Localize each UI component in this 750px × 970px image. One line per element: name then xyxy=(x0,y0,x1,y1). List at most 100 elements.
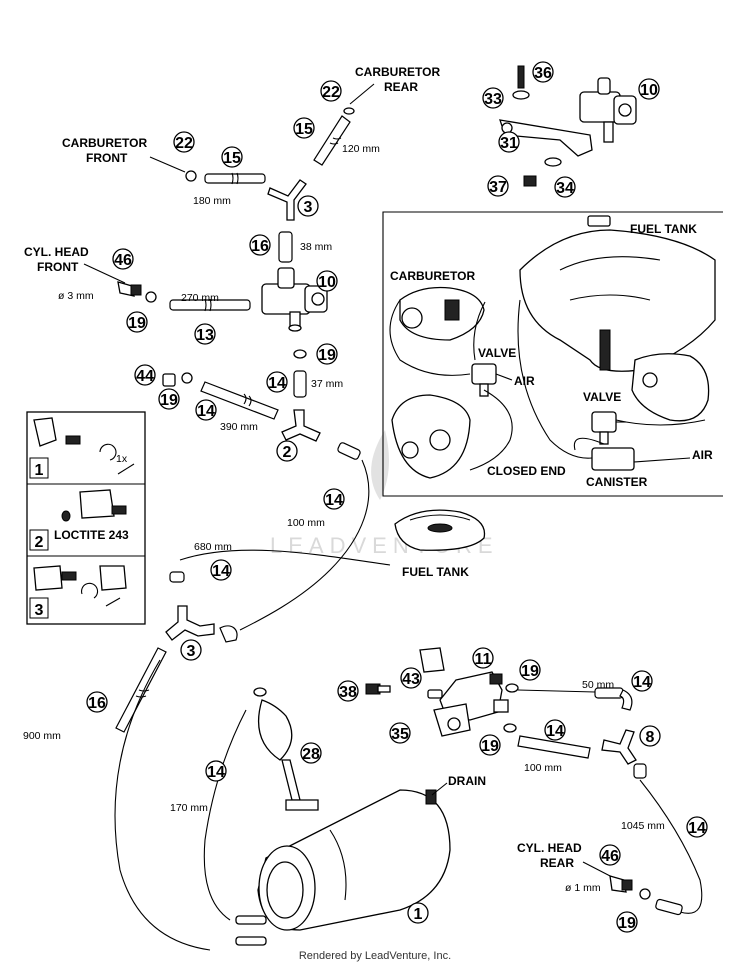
callout-35: 35 xyxy=(389,722,411,744)
callout-31: 31 xyxy=(498,131,520,153)
callout-15a: 15 xyxy=(293,117,315,139)
legend-loctite-label: LOCTITE 243 xyxy=(54,528,129,542)
cyl-head-front-label-1: CYL. HEAD xyxy=(24,245,89,259)
callout-22a: 22 xyxy=(320,80,342,102)
callout-19d: 19 xyxy=(519,659,541,681)
y-connector-lower xyxy=(165,605,215,641)
leader-carb-rear xyxy=(349,83,375,105)
hose-13 xyxy=(169,298,251,312)
leader-carb-front xyxy=(149,156,186,173)
hose-bend xyxy=(219,625,238,643)
callout-36-text: 36 xyxy=(534,65,552,82)
footer-credit: Rendered by LeadVenture, Inc. xyxy=(298,950,452,962)
hose-line-680 xyxy=(179,549,391,566)
callout-19c: 19 xyxy=(158,388,180,410)
hose-14-1045-end xyxy=(655,898,683,916)
callout-33: 33 xyxy=(482,87,504,109)
plug-43 xyxy=(427,689,443,699)
callout-1-text: 1 xyxy=(414,906,423,923)
callout-14d-text: 14 xyxy=(212,563,230,580)
callout-14c-text: 14 xyxy=(325,492,343,509)
callout-1: 1 xyxy=(407,902,429,924)
t-connector xyxy=(281,409,321,442)
hose-15-front xyxy=(185,170,266,185)
callout-10b-text: 10 xyxy=(318,274,336,291)
callout-11-text: 11 xyxy=(475,651,492,668)
callout-46a: 46 xyxy=(112,248,134,270)
hose-line-1045 xyxy=(639,779,703,914)
callout-3a-text: 3 xyxy=(304,199,313,216)
vacuum-valve-center xyxy=(261,267,328,332)
hose-line-to-3 xyxy=(239,459,370,631)
callout-34: 34 xyxy=(554,176,576,198)
dim-100b: 100 mm xyxy=(524,762,562,774)
callout-19c-text: 19 xyxy=(160,392,178,409)
callout-16b-text: 16 xyxy=(88,695,106,712)
callouts: 22 36 10 33 15 22 15 31 3 37 34 16 46 10… xyxy=(86,61,708,933)
callout-10a-text: 10 xyxy=(640,82,658,99)
screw-38 xyxy=(365,683,391,695)
callout-19f: 19 xyxy=(616,911,638,933)
callout-33-text: 33 xyxy=(484,91,502,108)
callout-16a: 16 xyxy=(249,234,271,256)
callout-46b: 46 xyxy=(599,844,621,866)
callout-15b-text: 15 xyxy=(223,150,241,167)
dim-170: 170 mm xyxy=(170,802,208,814)
inset-canister-label: CANISTER xyxy=(586,475,648,489)
cyl-head-rear-label-2: REAR xyxy=(540,856,574,870)
callout-8: 8 xyxy=(639,725,661,747)
callout-19f-text: 19 xyxy=(618,915,636,932)
legend-step-2: 2 xyxy=(35,534,44,551)
carb-rear-label-2: REAR xyxy=(384,80,418,94)
inset-valve-1-label: VALVE xyxy=(478,346,516,360)
callout-28-text: 28 xyxy=(302,746,320,763)
callout-19b: 19 xyxy=(316,343,338,365)
callout-10a: 10 xyxy=(638,78,660,100)
callout-13: 13 xyxy=(194,323,216,345)
callout-43: 43 xyxy=(400,667,422,689)
hose-14-short xyxy=(293,370,307,398)
y-connector-top xyxy=(267,179,307,221)
callout-14g: 14 xyxy=(205,760,227,782)
dim-1045: 1045 mm xyxy=(621,820,665,832)
clamp-11 xyxy=(505,683,519,693)
callout-13-text: 13 xyxy=(196,327,214,344)
callout-36: 36 xyxy=(532,61,554,83)
legend-step-3: 3 xyxy=(35,602,44,619)
clamp-rear xyxy=(639,888,651,900)
callout-14a-text: 14 xyxy=(268,375,286,392)
callout-14c: 14 xyxy=(323,488,345,510)
leader-cyl-head-rear xyxy=(582,861,615,879)
dim-100a: 100 mm xyxy=(287,517,325,529)
drain-label: DRAIN xyxy=(448,774,486,788)
dim-37: 37 mm xyxy=(311,378,343,390)
inset-air-1-label: AIR xyxy=(514,374,535,388)
fuel-valve-11 xyxy=(419,647,509,737)
callout-3a: 3 xyxy=(297,195,319,217)
dim-50: 50 mm xyxy=(582,679,614,691)
carb-rear-label-1: CARBURETOR xyxy=(355,65,440,79)
inset-air-2-label: AIR xyxy=(692,448,713,462)
dim-680: 680 mm xyxy=(194,541,232,553)
callout-14a: 14 xyxy=(266,371,288,393)
hose-16-short xyxy=(278,231,293,263)
callout-28: 28 xyxy=(300,742,322,764)
dim-3mm: ø 3 mm xyxy=(58,290,94,302)
hose-14-seg xyxy=(337,442,361,460)
legend-step-1-note: 1x xyxy=(116,453,128,465)
callout-19a-text: 19 xyxy=(128,315,146,332)
clamp-100 xyxy=(503,723,517,733)
callout-19b-text: 19 xyxy=(318,347,336,364)
callout-14d: 14 xyxy=(210,559,232,581)
callout-35-text: 35 xyxy=(391,726,409,743)
charcoal-canister xyxy=(235,789,451,946)
hose-line-170 xyxy=(203,709,247,921)
clamp-front xyxy=(145,291,157,303)
nipple-fitting-rear xyxy=(609,875,633,893)
fuel-tank-small xyxy=(394,509,486,551)
hose-14-680-end xyxy=(169,571,185,583)
fuel-tank-label: FUEL TANK xyxy=(402,565,469,579)
callout-2-text: 2 xyxy=(283,444,292,461)
clamp-valve xyxy=(293,349,307,359)
callout-14e: 14 xyxy=(631,670,653,692)
